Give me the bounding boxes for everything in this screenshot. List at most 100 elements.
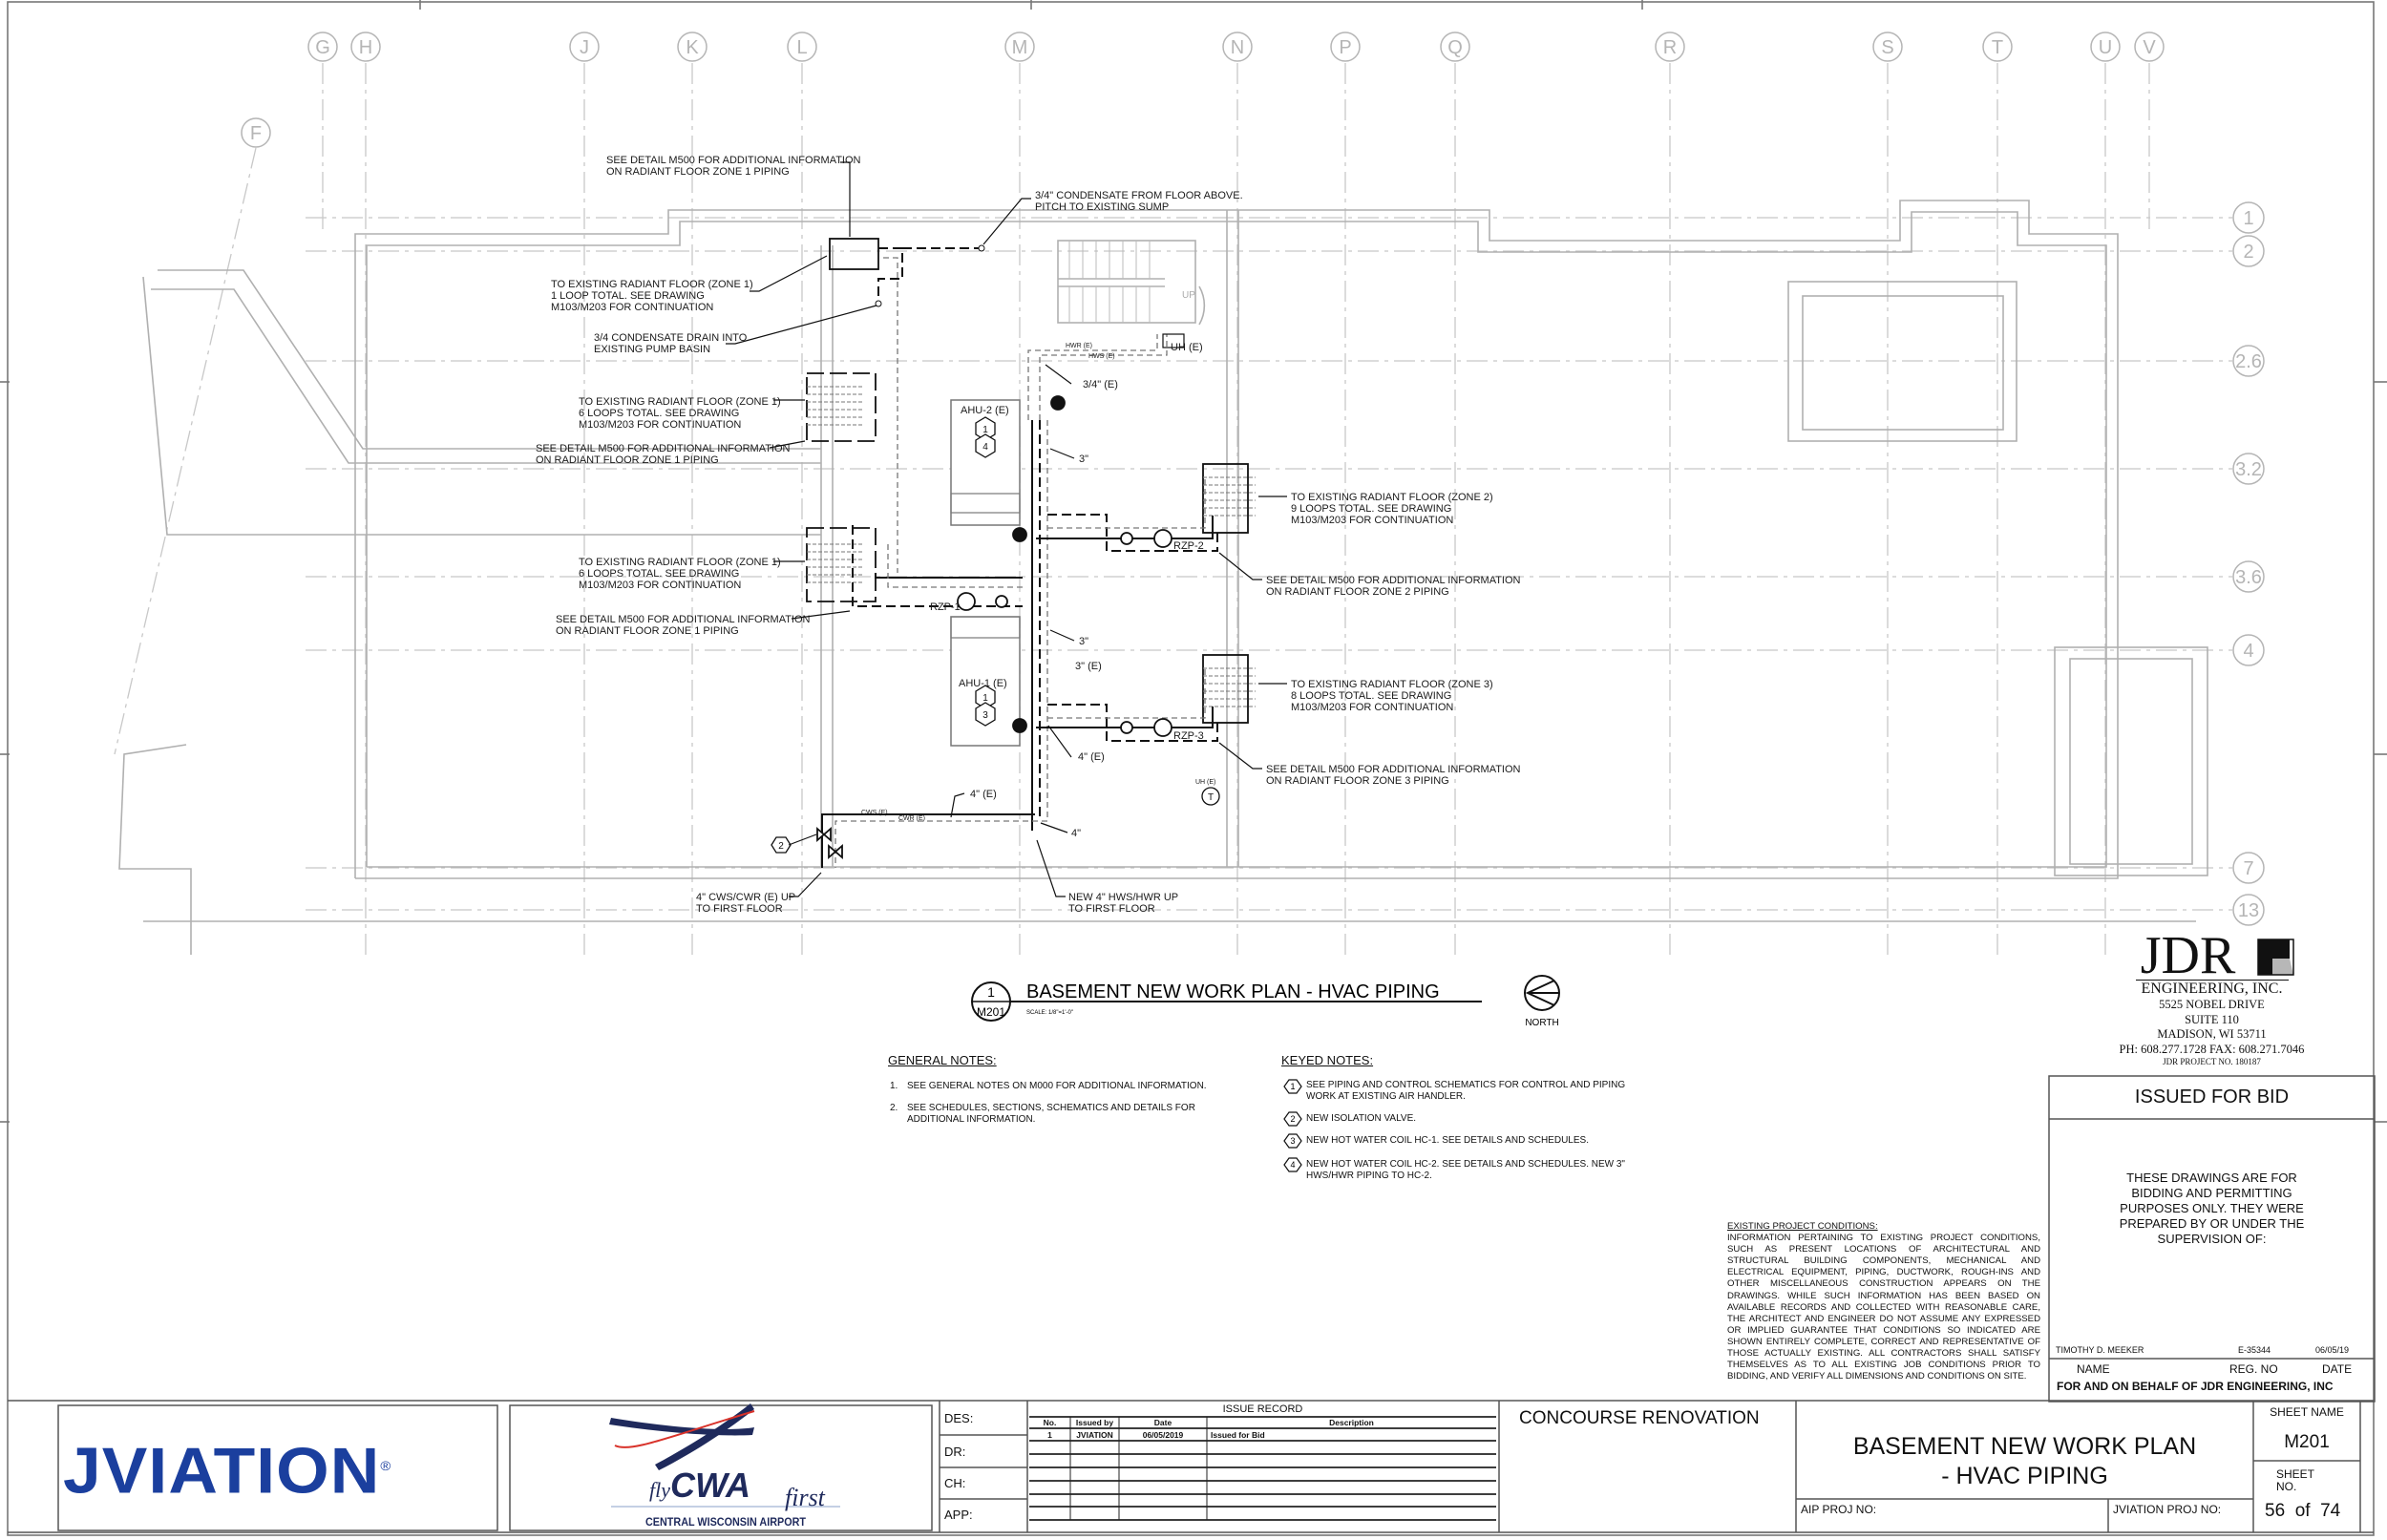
unit-heater-label: UH (E) <box>1195 779 1215 786</box>
approver-label: APP: <box>944 1508 973 1522</box>
issue-row-description: Issued for Bid <box>1211 1430 1265 1440</box>
annotation: NEW 4" HWS/HWR UP <box>1068 892 1178 903</box>
jdr-logo: JDR <box>2140 926 2236 985</box>
drafter-label: DR: <box>944 1445 966 1459</box>
general-note-number: 2. <box>890 1103 898 1113</box>
thermostat-symbol: T <box>1208 792 1214 803</box>
aip-proj-no-label: AIP PROJ NO: <box>1801 1503 1877 1516</box>
grid-label: L <box>796 37 807 58</box>
equipment-tags <box>771 416 1220 854</box>
valve-icon <box>1120 721 1133 734</box>
annotation: TO EXISTING RADIANT FLOOR (ZONE 1) <box>579 557 781 568</box>
pipe-size-label: 3/4" (E) <box>1083 379 1118 390</box>
statement-line: THESE DRAWINGS ARE FOR <box>2126 1171 2297 1185</box>
grid-label: 3.6 <box>2235 567 2262 588</box>
pipe-label: HWS (E) <box>1088 353 1115 360</box>
ahu-label: AHU-1 (E) <box>959 678 1007 689</box>
annotation: ON RADIANT FLOOR ZONE 2 PIPING <box>1266 586 1449 598</box>
pipe-label: HWR (E) <box>1066 343 1092 349</box>
plan-title: 1 M201 BASEMENT NEW WORK PLAN - HVAC PIP… <box>971 975 1560 1028</box>
keyed-note-text: SEE PIPING AND CONTROL SCHEMATICS FOR CO… <box>1306 1080 1626 1090</box>
sheet-title-line: - HVAC PIPING <box>1941 1463 2108 1489</box>
keyed-note-text: WORK AT EXISTING AIR HANDLER. <box>1306 1091 1466 1102</box>
pump-and-valve-symbols <box>816 395 1172 859</box>
grid-label: U <box>2099 37 2112 58</box>
sheet-no-label-line: NO. <box>2276 1480 2297 1493</box>
sheet-no-label: SHEET NO. <box>2276 1468 2314 1493</box>
engineer-block-frame <box>2048 1075 2376 1403</box>
general-notes-heading: GENERAL NOTES: <box>888 1053 997 1067</box>
grid-label: H <box>359 37 372 58</box>
general-note-number: 1. <box>890 1081 898 1091</box>
existing-conditions-heading: EXISTING PROJECT CONDITIONS: <box>1727 1221 1878 1232</box>
pipe-label: CWR (E) <box>898 815 925 822</box>
name-label: NAME <box>2077 1362 2110 1376</box>
sheet-no-label-line: SHEET <box>2276 1467 2315 1481</box>
unit-heater-label: UH (E) <box>1171 342 1203 353</box>
keyed-tag: 2 <box>778 841 784 852</box>
north-arrow-icon <box>1524 975 1560 1011</box>
jviation-logo-text: JVIATION <box>63 1434 381 1508</box>
keyed-note-markers <box>1283 1079 1302 1172</box>
pipe-size-label: 4" (E) <box>970 789 997 800</box>
title-block-frame <box>8 1400 2374 1533</box>
grid-label: Q <box>1447 37 1463 58</box>
annotation: ON RADIANT FLOOR ZONE 1 PIPING <box>606 166 790 178</box>
general-note-text: SEE SCHEDULES, SECTIONS, SCHEMATICS AND … <box>907 1103 1195 1113</box>
column-grid-lines <box>114 63 2150 955</box>
grid-label: F <box>250 123 262 144</box>
statement-line: SUPERVISION OF: <box>2157 1232 2267 1246</box>
engineer-phone: PH: 608.277.1728 FAX: 608.271.7046 <box>2119 1042 2305 1056</box>
engineer-reg-no: E-35344 <box>2238 1345 2271 1355</box>
grid-label: J <box>580 37 589 58</box>
engineer-address-line: MADISON, WI 53711 <box>2157 1027 2267 1041</box>
annotation: 6 LOOPS TOTAL. SEE DRAWING <box>579 568 739 580</box>
engineer-date: 06/05/19 <box>2315 1345 2350 1355</box>
annotation: SEE DETAIL M500 FOR ADDITIONAL INFORMATI… <box>1266 764 1521 775</box>
jdr-logo-icon <box>2257 939 2294 976</box>
valve-icon <box>995 595 1008 608</box>
pipe-size-label: 3" <box>1079 454 1088 465</box>
issue-record-grid <box>1029 1416 1496 1521</box>
pump-label: RZP-1 <box>930 601 961 613</box>
annotation: PITCH TO EXISTING SUMP <box>1035 201 1169 213</box>
grid-label: V <box>2143 37 2156 58</box>
grid-label: S <box>1881 37 1893 58</box>
annotation: M103/M203 FOR CONTINUATION <box>551 302 713 313</box>
pipe-label: CWS (E) <box>861 810 888 816</box>
cwa-plane-icon <box>609 1403 840 1508</box>
annotation: TO EXISTING RADIANT FLOOR (ZONE 3) <box>1291 679 1493 690</box>
checker-label: CH: <box>944 1476 966 1490</box>
grid-label: P <box>1339 37 1351 58</box>
grid-label: 4 <box>2243 641 2253 662</box>
pipe-size-label: 4" <box>1071 828 1081 839</box>
keyed-note-number: 4 <box>1290 1160 1295 1170</box>
issue-status: ISSUED FOR BID <box>2134 1086 2290 1108</box>
annotation: SEE DETAIL M500 FOR ADDITIONAL INFORMATI… <box>606 155 861 166</box>
jviation-logo: JVIATION® <box>63 1427 484 1509</box>
grid-label: 3.2 <box>2235 459 2262 480</box>
existing-conditions: EXISTING PROJECT CONDITIONS: INFORMATION… <box>1727 1221 2040 1382</box>
statement-line: PURPOSES ONLY. THEY WERE <box>2120 1201 2304 1215</box>
supervision-statement: THESE DRAWINGS ARE FOR BIDDING AND PERMI… <box>2049 1171 2375 1247</box>
leader-lines <box>726 161 1287 897</box>
keyed-tag: 3 <box>982 710 988 721</box>
annotation: 4" CWS/CWR (E) UP <box>696 892 795 903</box>
column-grid-bubbles <box>241 32 2265 926</box>
ahu-label: AHU-2 (E) <box>961 405 1009 416</box>
designer-label: DES: <box>944 1411 974 1425</box>
grid-label: R <box>1663 37 1677 58</box>
keyed-note-number: 2 <box>1290 1114 1295 1124</box>
annotation: 6 LOOPS TOTAL. SEE DRAWING <box>579 408 739 419</box>
issue-row-issued-by: JVIATION <box>1076 1430 1113 1440</box>
issue-row-no: 1 <box>1047 1430 1052 1440</box>
engineer-name: TIMOTHY D. MEEKER <box>2056 1345 2144 1355</box>
annotation: 9 LOOPS TOTAL. SEE DRAWING <box>1291 503 1451 515</box>
issue-row-date: 06/05/2019 <box>1142 1430 1184 1440</box>
pipe-size-label: 3" (E) <box>1075 661 1102 672</box>
annotation: SEE DETAIL M500 FOR ADDITIONAL INFORMATI… <box>1266 575 1521 586</box>
grid-label: G <box>315 37 330 58</box>
keyed-note-number: 3 <box>1290 1136 1295 1146</box>
pipe-size-label: 3" <box>1079 636 1088 647</box>
